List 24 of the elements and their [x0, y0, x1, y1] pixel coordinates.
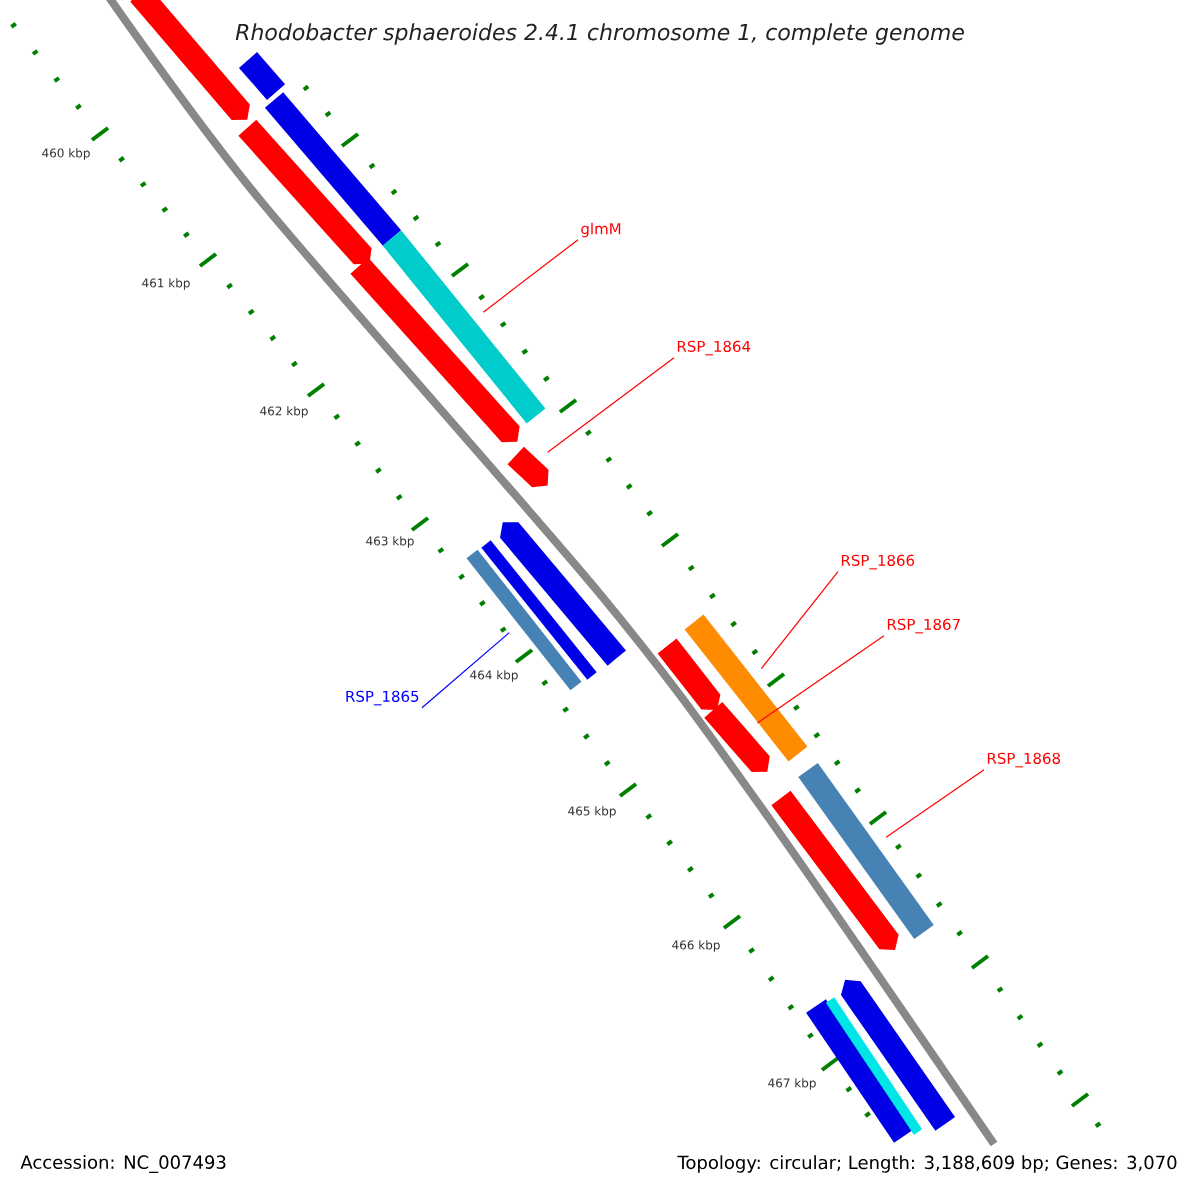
gene-bar	[382, 230, 546, 424]
gene-bar	[350, 257, 520, 443]
gene-bar	[825, 997, 923, 1135]
leader-line	[885, 769, 985, 838]
leader-line	[421, 632, 510, 709]
gene-bar	[841, 979, 956, 1131]
leader-line	[482, 239, 579, 313]
gene-bar	[466, 549, 582, 691]
gene-bar	[238, 52, 286, 100]
gene-bar	[657, 638, 721, 710]
leader-line	[760, 571, 839, 670]
gene-bar	[684, 614, 808, 762]
gene-bar	[704, 701, 770, 773]
footer-text: Accession: NC_007493	[16, 1151, 231, 1177]
gene-bar	[798, 763, 934, 939]
gene-bar	[500, 522, 626, 666]
leader-line	[756, 635, 885, 724]
gene-bar	[264, 92, 402, 246]
footer-text: Topology: circular; Length: 3,188,609 bp; Genes: 3,070	[673, 1151, 1182, 1177]
gene-bar	[771, 790, 899, 950]
gene-bar	[507, 446, 549, 488]
gene-bar	[238, 119, 372, 265]
leader-line	[547, 357, 675, 453]
title: Rhodobacter sphaeroides 2.4.1 chromosome 1, complete genome	[229, 17, 971, 51]
